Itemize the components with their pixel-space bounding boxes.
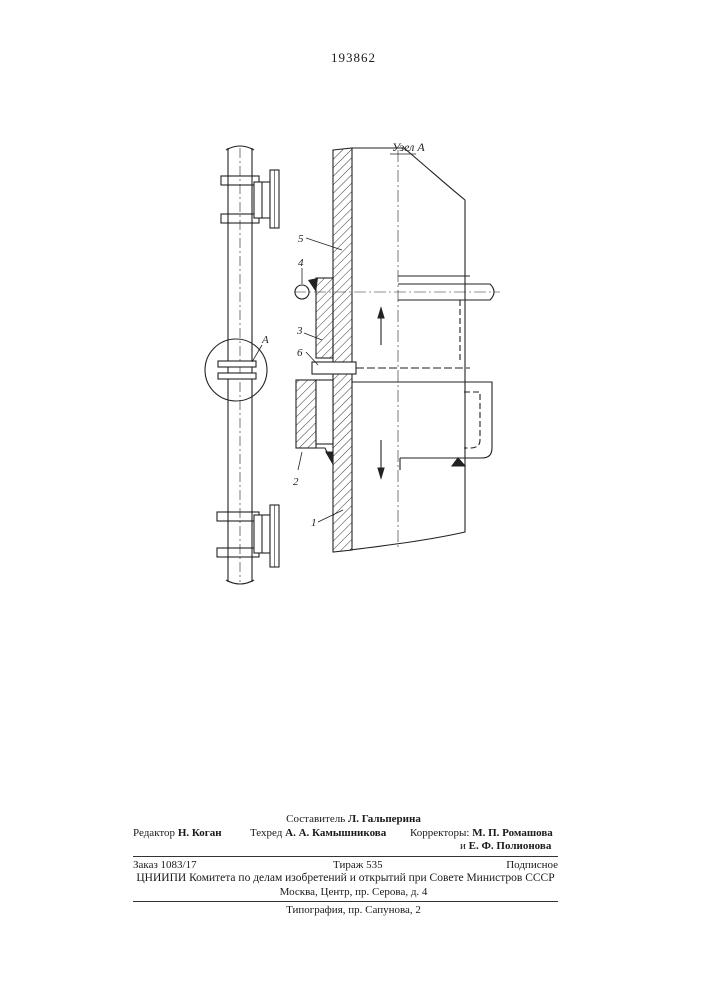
part-label-4: 4 [298, 257, 304, 269]
flow-arrows [378, 308, 384, 478]
corrector-2: Е. Ф. Полионова [469, 840, 552, 852]
corrector-2-prefix: и [460, 840, 466, 852]
upper-plate-part-3 [308, 278, 333, 358]
footer-divider-top [133, 856, 558, 857]
detail-callout-circle [205, 339, 267, 401]
compiler-line: Составитель Л. Гальперина [0, 813, 707, 825]
callout-label: А [261, 334, 269, 346]
correctors-credit: Корректоры: М. П. Ромашова [410, 827, 553, 839]
part-label-2: 2 [293, 476, 299, 488]
upper-rod-assembly [398, 276, 494, 360]
part-label-6: 6 [297, 347, 303, 359]
corrector-1: М. П. Ромашова [472, 827, 553, 839]
techred-credit: Техред А. А. Камышникова [250, 827, 386, 839]
compiler-label: Составитель [286, 813, 345, 825]
part-label-1: 1 [311, 517, 317, 529]
subscription-note: Подписное [133, 859, 558, 871]
shell-outline [350, 148, 465, 550]
institute-line: ЦНИИПИ Комитета по делам изобретений и о… [133, 872, 558, 884]
pin-part-6 [312, 362, 470, 374]
technical-drawing: А Узел А [0, 0, 707, 760]
editor-credit: Редактор Н. Коган [133, 827, 222, 839]
upper-bracket [221, 170, 279, 228]
footer-divider-bottom [133, 901, 558, 902]
address-line: Москва, Центр, пр. Серова, д. 4 [0, 886, 707, 898]
part-label-5: 5 [298, 233, 304, 245]
printer-line: Типография, пр. Сапунова, 2 [0, 904, 707, 916]
lower-bracket [217, 505, 279, 567]
compiler-name: Л. Гальперина [348, 813, 421, 825]
hatched-wall-section [333, 148, 352, 552]
lower-hatched-block [296, 380, 333, 448]
techred-name: А. А. Камышникова [285, 827, 386, 839]
part-label-3: 3 [296, 325, 303, 337]
correctors-label: Корректоры: [410, 827, 469, 839]
corrector-2-line: и Е. Ф. Полионова [460, 840, 551, 852]
editor-label: Редактор [133, 827, 175, 839]
editor-name: Н. Коган [178, 827, 222, 839]
techred-label: Техред [250, 827, 282, 839]
